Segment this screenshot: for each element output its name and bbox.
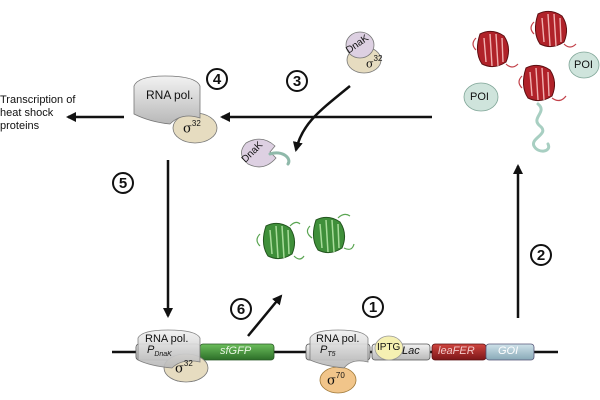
p-dnak-label: PDnaK — [147, 344, 172, 358]
sigma-symbol: σ — [183, 121, 192, 137]
poi-right-shape — [568, 51, 600, 79]
p-dnak-sub: DnaK — [154, 351, 172, 359]
sigma-symbol: σ — [327, 373, 336, 389]
lac-label: Lac — [402, 345, 420, 357]
rna-pol-top-label: RNA pol. — [146, 88, 194, 102]
rna-pol-bottom-label: RNA pol. — [145, 333, 189, 345]
dnak-bottom-shape — [241, 138, 277, 168]
poi-left-label: POI — [470, 91, 489, 103]
heat-shock-line-3: proteins — [0, 120, 40, 132]
heat-shock-text: Transcription of heat shock proteins — [0, 94, 75, 133]
goi-gene-block — [485, 343, 535, 361]
sigma-sup: 32 — [191, 119, 201, 128]
leafer-protein-1 — [472, 30, 519, 68]
poi-left-shape — [463, 82, 499, 112]
sigma32-top-label: σ32 — [183, 119, 201, 137]
step-3-badge: 3 — [286, 70, 308, 92]
p-letter: P — [147, 344, 155, 356]
step-5-badge: 5 — [112, 172, 134, 194]
p-t5-sub: T5 — [327, 351, 336, 359]
sfgfp-protein-2 — [306, 213, 355, 254]
dnak-top-shape — [345, 31, 375, 59]
leafer-label: leaFER — [438, 345, 475, 357]
heat-shock-line-1: Transcription of — [0, 94, 76, 106]
rna-pol-top-shape — [133, 75, 201, 125]
unfolded-poi-chain — [532, 102, 551, 153]
arrow-step3-curve — [292, 85, 351, 152]
step-6-badge: 6 — [230, 298, 252, 320]
rna-pol-t5-shape — [309, 329, 369, 369]
sigma32-dnak-label: σ32 — [366, 54, 382, 72]
step-4-badge: 4 — [206, 68, 228, 90]
goi-label: GOI — [498, 345, 519, 357]
sigma-symbol: σ — [366, 57, 374, 71]
arrow-step6-diag — [247, 294, 283, 337]
leafer-protein-2 — [530, 10, 577, 48]
sigma-sup: 70 — [335, 371, 345, 380]
leafer-protein-3 — [518, 64, 567, 102]
sigma70-label: σ70 — [327, 371, 345, 389]
sfgfp-label: sfGFP — [220, 345, 252, 357]
dnak-peptide — [268, 151, 291, 166]
poi-right-label: POI — [574, 59, 593, 71]
rna-pol-t5-label: RNA pol. — [316, 333, 360, 345]
p-t5-label: PT5 — [320, 344, 336, 358]
heat-shock-line-2: heat shock — [0, 107, 54, 119]
iptg-label: IPTG — [377, 342, 401, 353]
rna-pol-bottom-shape — [137, 329, 201, 369]
sfgfp-protein-1 — [256, 221, 305, 260]
sigma32-bottom-label: σ32 — [175, 359, 193, 377]
sigma-symbol: σ — [175, 361, 184, 377]
sigma-sup: 32 — [183, 359, 193, 368]
p-letter: P — [320, 344, 328, 356]
sigma-sup: 32 — [373, 54, 383, 63]
step-1-badge: 1 — [362, 296, 384, 318]
step-2-badge: 2 — [530, 244, 552, 266]
iptg-shape — [374, 335, 404, 361]
